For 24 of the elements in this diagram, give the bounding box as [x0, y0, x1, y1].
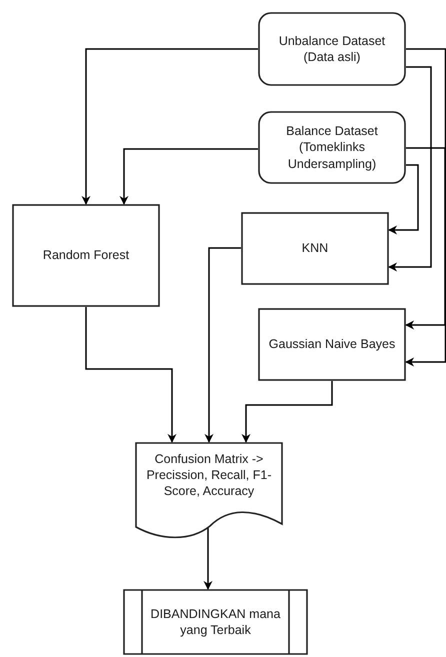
arrow [85, 307, 176, 443]
predefined-process-box [123, 589, 308, 655]
node-label: KNN [300, 240, 330, 257]
document-shape [135, 442, 283, 538]
arrow [204, 247, 241, 443]
arrow [405, 48, 446, 366]
process-box [12, 204, 160, 307]
arrow [120, 148, 258, 205]
node-label: Random Forest [42, 247, 130, 264]
arrow [204, 527, 212, 590]
arrow [405, 147, 446, 330]
arrow [388, 164, 419, 234]
node-label: Balance Dataset (Tomeklinks Undersampling) [285, 123, 379, 172]
node-label: Confusion Matrix -> Precission, Recall, F1-Score, Accuracy [145, 450, 273, 500]
arrow [388, 66, 432, 272]
arrow [242, 381, 333, 443]
node-label: DIBANDINGKAN mana yang Terbaik [150, 606, 282, 638]
node-label: Gaussian Naive Bayes [268, 336, 396, 353]
process-box [258, 308, 406, 381]
process-box [241, 212, 389, 285]
rounded-box [258, 12, 406, 86]
rounded-box [258, 111, 406, 184]
arrow [82, 48, 258, 205]
node-label: Unbalance Dataset (Data asli) [278, 32, 386, 66]
